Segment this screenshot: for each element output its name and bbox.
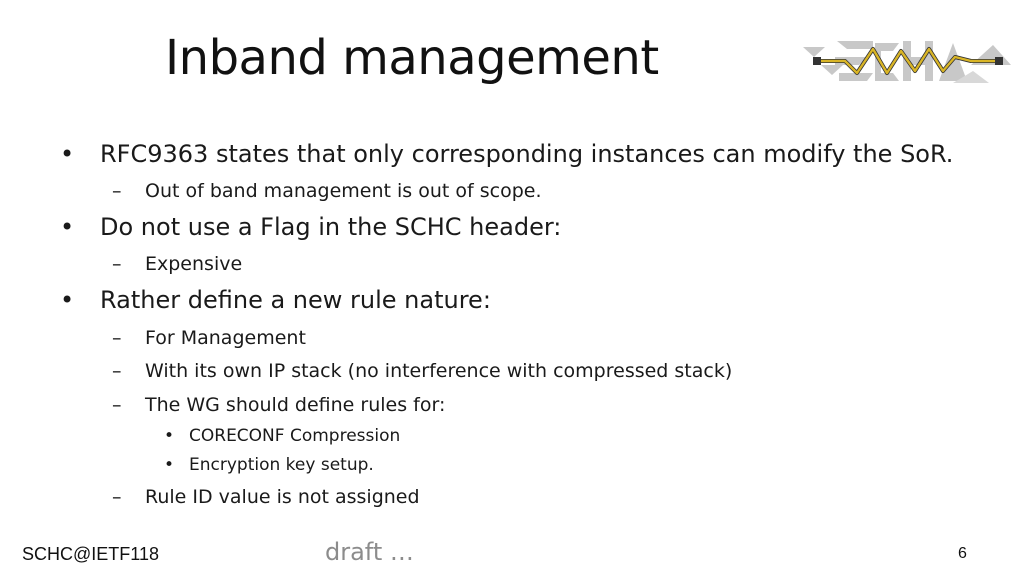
slide-title: Inband management: [165, 30, 659, 86]
bullet-text: Rule ID value is not assigned: [145, 486, 420, 508]
bullet-text: Encryption key setup.: [189, 455, 374, 475]
dash-marker: –: [112, 327, 122, 349]
dash-marker: –: [112, 360, 122, 382]
schc-logo-icon: [803, 41, 1011, 83]
dash-marker: –: [112, 180, 122, 202]
bullet-text: RFC9363 states that only corresponding i…: [100, 140, 954, 168]
bullet-text: Rather define a new rule nature:: [100, 286, 491, 314]
bullet-text: Expensive: [145, 253, 243, 275]
page-number: 6: [958, 545, 967, 562]
bullet-text: With its own IP stack (no interference w…: [145, 360, 733, 382]
dash-marker: –: [112, 253, 122, 275]
dash-marker: –: [112, 394, 122, 416]
footer-draft-label: draft …: [325, 538, 414, 566]
bullet-marker: •: [60, 213, 75, 241]
bullet-text: CORECONF Compression: [189, 426, 401, 446]
bullet-marker: •: [164, 455, 175, 475]
dash-marker: –: [112, 486, 122, 508]
bullet-text: The WG should define rules for:: [145, 394, 446, 416]
bullet-marker: •: [60, 286, 75, 314]
footer-event-label: SCHC@IETF118: [22, 544, 159, 564]
bullet-marker: •: [164, 426, 175, 446]
bullet-text: For Management: [145, 327, 306, 349]
bullet-text: Do not use a Flag in the SCHC header:: [100, 213, 562, 241]
bullet-text: Out of band management is out of scope.: [145, 180, 542, 202]
bullet-marker: •: [60, 140, 75, 168]
